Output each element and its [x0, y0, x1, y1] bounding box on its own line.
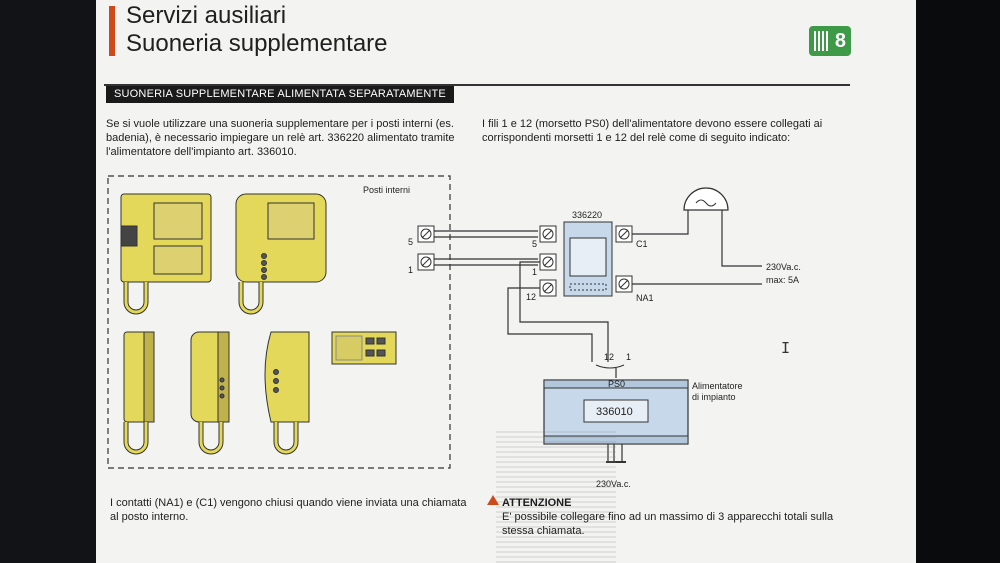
posti-interni-box: [107, 175, 451, 469]
intercom-device-6: [331, 331, 397, 365]
psu-mains-wires: [607, 444, 623, 462]
wire-c1-bell: [632, 210, 689, 235]
attention-note: ATTENZIONE E' possibile collegare fino a…: [502, 496, 862, 538]
bell-wave-icon: [695, 199, 717, 207]
psu-label-window: [583, 399, 649, 423]
section-rule: [104, 84, 850, 86]
intercom-device-5: [264, 331, 310, 455]
left-terminal-5-label: 5: [408, 237, 413, 247]
relay-window: [569, 237, 607, 277]
relay-terminal-5: [539, 225, 557, 243]
intro-right-line-2: corrispondenti morsetti 1 e 12 del relè …: [482, 132, 791, 144]
title-line-2: Suoneria supplementare: [126, 30, 388, 57]
wire-psu-12: [507, 287, 593, 362]
intercom-device-1: [120, 193, 212, 315]
manual-page: Servizi ausiliari Suoneria supplementare…: [96, 0, 916, 563]
bell-icon: [683, 187, 729, 211]
screen-glare: [496, 430, 616, 563]
text-cursor-icon: I: [781, 339, 791, 357]
attention-line-1: E' possibile collegare fino ad un massim…: [502, 511, 834, 523]
barcode-icon: [814, 31, 828, 51]
relay-terminal-c1: [615, 225, 633, 243]
footer-left-line-1: I contatti (NA1) e (C1) vengono chiusi q…: [110, 497, 467, 509]
posti-interni-label: Posti interni: [363, 185, 410, 195]
psu-name-line1: Alimentatore: [692, 381, 743, 391]
footer-left: I contatti (NA1) e (C1) vengono chiusi q…: [110, 496, 470, 524]
warning-icon: [487, 495, 499, 505]
relay-terminal-na1-label: NA1: [636, 293, 654, 303]
wiring-diagram: Posti interni: [107, 175, 801, 505]
intercom-device-2: [235, 193, 327, 315]
page-title: Servizi ausiliari Suoneria supplementare: [126, 2, 388, 58]
left-border: [0, 0, 96, 563]
psu-terminal-1-label: 1: [626, 352, 631, 362]
psu-supply-label: 230Va.c.: [596, 479, 631, 489]
right-border: [916, 0, 1000, 563]
intercom-device-4: [190, 331, 230, 455]
chapter-badge: 8: [809, 26, 851, 56]
supply-voltage: 230Va.c.: [766, 262, 801, 272]
title-line-1: Servizi ausiliari: [126, 2, 287, 29]
psu-terminal-12-label: 12: [604, 352, 614, 362]
relay-terminal-na1: [615, 275, 633, 293]
attention-line-2: stessa chiamata.: [502, 525, 585, 537]
intro-left-line-2: badenia), è necessario impiegare un relè…: [106, 132, 455, 144]
attention-title: ATTENZIONE: [502, 497, 572, 509]
chapter-number: 8: [834, 29, 846, 52]
psu-name-line2: di impianto: [692, 392, 736, 402]
intro-right: I fili 1 e 12 (morsetto PS0) dell'alimen…: [482, 117, 842, 145]
relay-terminal-12-label: 12: [526, 292, 536, 302]
wire-bell-supply: [721, 210, 762, 267]
left-terminal-5: [417, 225, 435, 243]
intro-left: Se si vuole utilizzare una suoneria supp…: [106, 117, 466, 159]
relay-terminal-1: [539, 253, 557, 271]
footer-left-line-2: al posto interno.: [110, 511, 189, 523]
intro-left-line-3: l'alimentatore dell'impianto art. 336010…: [106, 146, 297, 158]
relay-code: 336220: [572, 210, 602, 220]
psu-top-rail: [543, 379, 689, 389]
psu-connector: [595, 364, 625, 369]
psu-code: 336010: [596, 406, 633, 418]
intro-right-line-1: I fili 1 e 12 (morsetto PS0) dell'alimen…: [482, 118, 823, 130]
title-accent-bar: [109, 6, 115, 56]
intro-left-line-1: Se si vuole utilizzare una suoneria supp…: [106, 118, 454, 130]
relay-terminal-c1-label: C1: [636, 239, 648, 249]
psu-bottom-rail: [543, 435, 689, 445]
supply-max: max: 5A: [766, 275, 799, 285]
relay-terminal-1-label: 1: [532, 267, 537, 277]
wire-psu-1: [519, 261, 609, 362]
relay-vents: [569, 283, 607, 291]
psu-ps0-label: PS0: [608, 379, 625, 389]
left-terminal-1-label: 1: [408, 265, 413, 275]
left-terminal-1: [417, 253, 435, 271]
relay-terminal-5-label: 5: [532, 239, 537, 249]
section-heading: SUONERIA SUPPLEMENTARE ALIMENTATA SEPARA…: [106, 86, 454, 103]
intercom-device-3: [123, 331, 155, 455]
relay-terminal-12: [539, 279, 557, 297]
